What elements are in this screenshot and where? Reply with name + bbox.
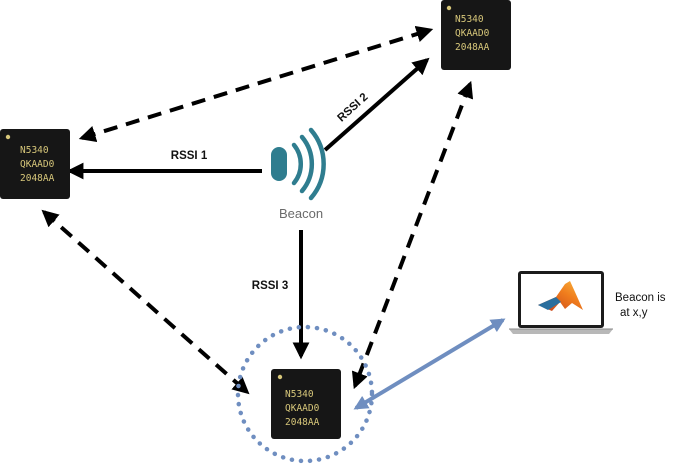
chip-marking-2: QKAAD0 bbox=[455, 28, 490, 39]
laptop-note-line-1: Beacon is bbox=[615, 292, 666, 304]
dashed-link-top-bottom bbox=[351, 80, 474, 390]
chip-body bbox=[0, 129, 70, 199]
chip-body bbox=[271, 369, 341, 439]
chip-marking-3: 2048AA bbox=[20, 173, 55, 184]
chip-marking-1: N5340 bbox=[20, 145, 49, 156]
matlab-laptop-icon bbox=[509, 271, 613, 334]
pin1-dot-icon bbox=[5, 134, 11, 140]
pin1-dot-icon bbox=[446, 5, 452, 11]
dashed-link-left-top bbox=[78, 25, 434, 143]
chip-bottom: N5340 QKAAD0 2048AA bbox=[271, 369, 341, 439]
rssi-label-3: RSSI 3 bbox=[252, 280, 288, 292]
pin1-dot-icon bbox=[277, 374, 283, 380]
chip-body bbox=[441, 0, 511, 70]
beacon-label: Beacon bbox=[279, 206, 323, 221]
laptop-note-line-2: at x,y bbox=[620, 307, 648, 319]
chip-marking-1: N5340 bbox=[455, 14, 484, 25]
chip-marking-1: N5340 bbox=[285, 389, 314, 400]
chip-marking-3: 2048AA bbox=[455, 42, 490, 53]
chip-top: N5340 QKAAD0 2048AA bbox=[441, 0, 511, 70]
rssi-label-2: RSSI 2 bbox=[335, 91, 370, 124]
rssi-label-1: RSSI 1 bbox=[171, 150, 208, 162]
chip-marking-2: QKAAD0 bbox=[20, 159, 55, 170]
dashed-link-left-bottom bbox=[41, 209, 250, 395]
chip-marking-3: 2048AA bbox=[285, 417, 320, 428]
chip-marking-2: QKAAD0 bbox=[285, 403, 320, 414]
rssi-arrow-2 bbox=[323, 57, 430, 152]
laptop-link-arrow bbox=[353, 318, 506, 410]
chip-left: N5340 QKAAD0 2048AA bbox=[0, 129, 70, 199]
selected-node-ring bbox=[235, 324, 375, 464]
bluetooth-beacon-icon bbox=[271, 127, 326, 201]
